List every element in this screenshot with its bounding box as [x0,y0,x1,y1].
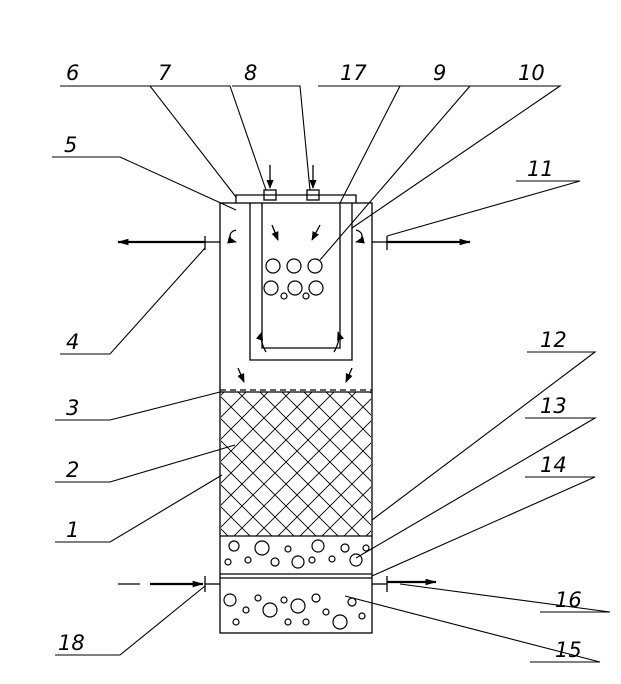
lower-granular-layer [223,593,366,630]
callout-12: 12 [540,328,567,352]
callout-7: 7 [158,61,172,85]
callout-4: 4 [66,330,79,354]
callout-13: 13 [540,394,567,418]
callout-6: 6 [66,61,79,85]
callout-18: 18 [58,631,85,655]
callout-3: 3 [66,396,79,420]
callout-14: 14 [540,453,567,477]
callout-15: 15 [555,638,582,662]
callout-10: 10 [518,61,545,85]
top-chamber-beads [263,258,324,300]
right-outlet-nozzle [372,236,471,250]
callout-11: 11 [527,157,554,181]
top-chamber [227,165,365,383]
callout-9: 9 [433,61,446,85]
packing-bed [220,391,372,537]
leader-lines [52,85,611,663]
callout-17: 17 [340,61,367,85]
callout-16: 16 [555,588,582,612]
callout-5: 5 [64,133,77,157]
upper-granular-layer [224,539,370,569]
callout-1: 1 [66,518,79,542]
column-body [219,202,373,634]
callout-8: 8 [244,61,257,85]
callout-2: 2 [66,458,79,482]
partition-plate [118,573,437,592]
left-outlet-nozzle [117,236,220,250]
